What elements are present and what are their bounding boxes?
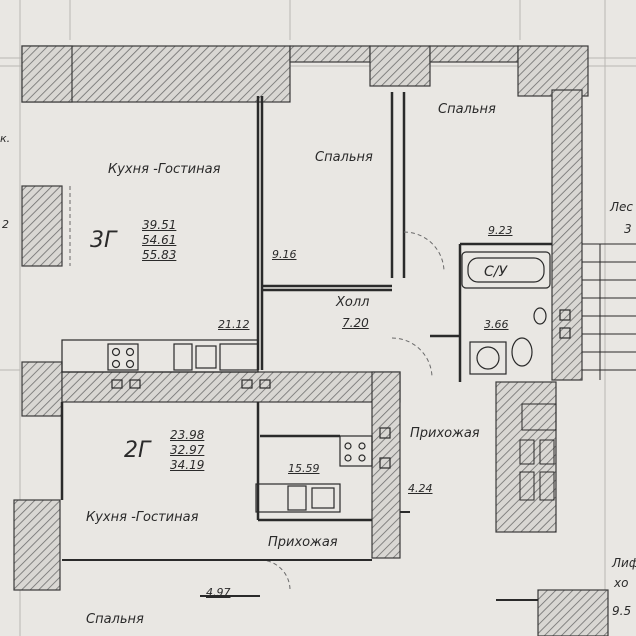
edge-fragment-right-top: Лес [610,200,634,214]
room-label-bedroom-right: Спальня [438,102,496,117]
area-kitchen-lower: 15.59 [288,462,320,475]
area-full-2g: 34.19 [170,458,205,472]
door-swings [69,186,445,591]
area-total-3g: 54.61 [142,233,177,247]
area-kitchen-upper: 21.12 [218,318,250,331]
exterior-walls [13,45,609,636]
area-full-3g: 55.83 [142,248,177,262]
area-living-3g: 39.51 [142,218,177,232]
edge-fragment-right-bottom2: хо [614,576,629,590]
apartment-code-2g: 2Г [124,438,151,463]
area-hallway-right: 4.24 [408,482,433,495]
edge-fragment-right-top2: 3 [624,222,632,236]
kitchen-counter-lower [255,427,391,513]
room-label-kitchen-living-lower: Кухня -Гостиная [86,510,199,525]
room-label-bedroom-middle: Спальня [315,150,373,165]
edge-fragment-right-bottom3: 9.5 [612,604,632,618]
area-total-2g: 32.97 [170,443,205,457]
stairs [519,243,636,501]
room-label-hall: Холл [336,295,370,310]
interior-walls [60,92,552,522]
area-hallway-lower: 4.97 [206,586,231,599]
room-label-hallway-lower: Прихожая [268,535,338,550]
kitchen-counter-upper [61,339,271,389]
area-living-2g: 23.98 [170,428,205,442]
edge-fragment-left-top: к. [0,132,11,145]
room-label-hallway-right: Прихожая [410,426,480,441]
area-bedroom-right: 9.23 [488,224,513,237]
edge-fragment-left-mid: 2 [2,218,9,231]
lower-walls [62,511,538,601]
bath-label: С/У [484,264,508,280]
bathroom-fixtures [461,251,571,375]
area-bath: 3.66 [484,318,509,331]
apartment-areas-2g: 23.98 32.97 34.19 [170,428,204,473]
room-label-kitchen-living-upper: Кухня -Гостиная [108,162,221,177]
edge-fragment-right-bottom: Лиф [612,556,636,570]
area-hall: 7.20 [342,316,369,330]
room-label-bedroom-lower: Спальня [86,612,144,627]
apartment-areas-3g: 39.51 54.61 55.83 [142,218,176,263]
area-bedroom-middle: 9.16 [272,248,297,261]
apartment-code-3g: 3Г [90,228,117,253]
